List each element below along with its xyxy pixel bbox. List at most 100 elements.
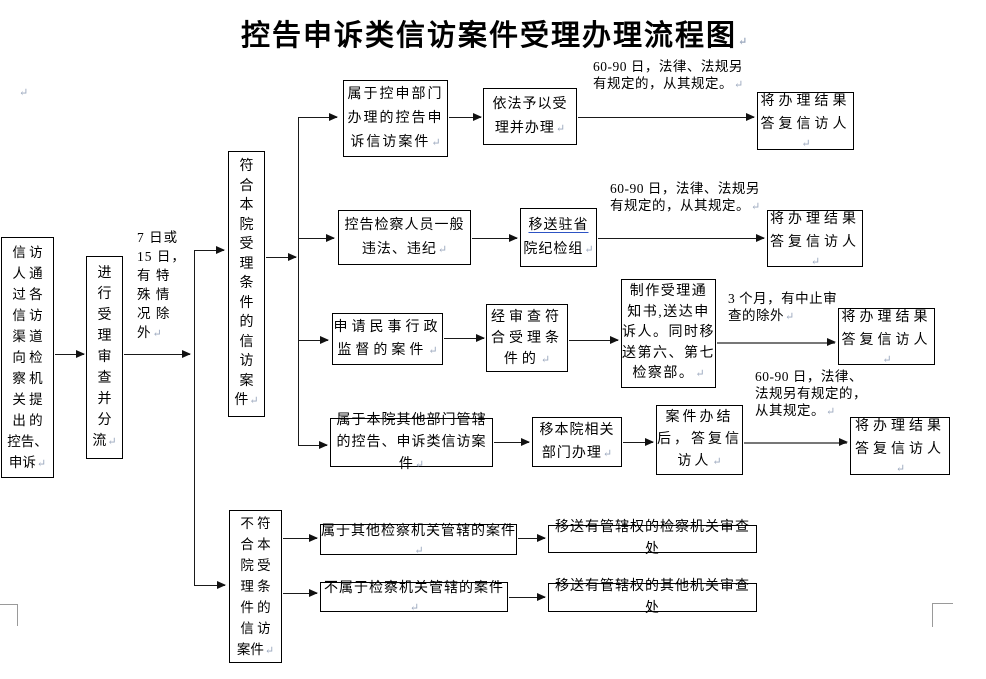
node-r4-result: 将办理结果 答复信访人 ↵ [850,417,950,475]
node-triage-text: 进 行 受 理 审 查 并 分 流 [92,266,112,449]
arrow-r4-case-to-transfer [494,438,530,446]
arrow-r2-transfer-to-result [598,234,765,242]
arrow-unqualified-to-b1 [283,534,318,542]
paragraph-mark-icon: ↵ [107,436,117,448]
paragraph-mark-icon: ↵ [540,353,551,366]
arrow-qualified-to-branch [266,253,297,261]
connector-split-line [194,250,195,585]
arrow-triage-to-split [124,350,191,358]
paragraph-mark-icon: ↵ [409,602,420,614]
paragraph-mark-icon: ↵ [895,463,906,475]
paragraph-mark-icon: ↵ [751,201,761,213]
node-r2-transfer-line2: 院纪检组 [523,241,584,257]
node-r1-result: 将办理结果 答复信访人 ↵ [757,92,854,150]
paragraph-mark-icon: ↵ [695,368,705,381]
arrow-branch-to-r2 [298,234,335,242]
node-r4-case-text: 属于本院其他部门管辖 的控告、申诉类信访案件 [336,412,487,472]
node-r2-case-text: 控告检察人员一般 违法、违纪 [344,217,465,257]
arrow-branch-to-r3 [298,336,329,344]
node-r1-result-text: 将办理结果 答复信访人 [760,94,851,132]
node-r4-case: 属于本院其他部门管辖 的控告、申诉类信访案件↵ [330,413,493,472]
arrow-split-to-unqualified [194,581,226,589]
node-r4-transfer: 移本院相关 部门办理↵ [532,417,622,467]
node-b1-case: 属于其他检察机关管辖的案件 ↵ [320,523,517,557]
paragraph-mark-icon: ↵ [734,79,744,91]
paragraph-mark-icon: ↵ [437,243,448,256]
node-r3-check-text: 经审查符 合受理条 件的 [491,309,563,367]
arrow-r3-check-to-notice [569,336,619,344]
node-r4-transfer-text: 移本院相关 部门办理 [539,423,615,461]
arrow-r2-case-to-transfer [472,234,518,242]
node-r3-notice: 制作受理通 知书,送达申 诉人。同时移 送第六、第七 检察部。↵ [621,279,716,388]
arrow-r4-transfer-to-done [623,438,654,446]
node-r4-result-text: 将办理结果 答复信访人 [855,419,945,457]
paragraph-mark-icon: ↵ [584,243,594,256]
node-b2-result: 移送有管辖权的其他机关审查处 [548,579,757,616]
paragraph-mark-icon: ↵ [882,353,892,366]
arrow-r1-accept-to-result [578,113,755,121]
node-r3-case: 申请民事行政 监督的案件↵ [332,313,443,365]
page-title-text: 控告申诉类信访案件受理办理流程图 [241,20,738,52]
node-b1-result: 移送有管辖权的检察机关审查处 [548,520,757,557]
arrow-branch-to-r1 [298,113,338,121]
node-triage: 进 行 受 理 审 查 并 分 流↵ [86,256,123,459]
node-b1-case-text: 属于其他检察机关管辖的案件 [321,523,516,539]
arrow-r3-case-to-check [444,334,485,342]
paragraph-mark-icon: ↵ [264,645,275,657]
node-r3-check: 经审查符 合受理条 件的↵ [486,304,568,372]
node-r3-result: 将办理结果 答复信访人↵ [838,308,935,366]
note-deadline: 7 日或 15 日， 有 特 殊 情 况 除 外↵ [137,228,197,342]
arrow-branch-to-r4 [298,441,328,449]
node-unqualified: 不 符 合 本 院 受 理 条 件 的 信 访 案件↵ [229,510,282,663]
arrow-r3-notice-to-result [717,338,836,346]
node-r2-result-text: 将办理结果 答复信访人 [770,211,860,250]
node-r1-accept: 依法予以受 理并办理↵ [483,88,577,145]
node-b2-case: 不属于检察机关管辖的案件 ↵ [320,581,508,614]
arrow-r4-done-to-result [744,438,848,446]
node-r2-case: 控告检察人员一般 违法、违纪↵ [338,210,471,265]
node-r2-transfer: 移送驻省院纪检组↵ [520,208,597,267]
node-b2-case-text: 不属于检察机关管辖的案件 [324,581,504,596]
connector-branch-line [298,117,299,445]
note-r3: 3 个月，有中止审 查的除外↵ [728,290,848,324]
arrow-split-to-qualified [194,246,225,254]
paragraph-mark-icon: ↵ [738,36,748,48]
arrow-unqualified-to-b2 [283,589,318,597]
node-source: 信 访 人 通 过 各 信 访 渠 道 向 检 察 机 关 提 出 的 控告、 … [1,237,54,478]
node-r1-case-text: 属于控申部门 办理的控告申 诉信访案件 [347,86,444,150]
paragraph-mark-icon: ↵ [431,136,441,149]
note-r4-text: 60-90 日，法律、 法规另有规定的， 从其规定。 [755,369,867,418]
paragraph-mark-icon: ↵ [414,544,424,557]
node-qualified: 符 合 本 院 受 理 条 件 的 信 访 案 件↵ [228,151,265,417]
paragraph-mark-icon: ↵ [152,328,162,340]
node-r1-case: 属于控申部门 办理的控告申 诉信访案件↵ [343,80,448,157]
paragraph-mark-icon: ↵ [801,138,811,150]
node-r3-case-text: 申请民事行政 监督的案件 [333,320,442,358]
note-r1-text: 60-90 日，法律、法规另 有规定的，从其规定。 [593,59,743,91]
note-r3-text: 3 个月，有中止审 查的除外 [728,291,838,323]
arrow-source-to-triage [55,350,85,358]
page-corner-mark [932,603,953,627]
paragraph-mark-icon: ↵ [785,311,795,323]
paragraph-mark-icon: ↵ [555,122,566,135]
node-unqualified-text: 不 符 合 本 院 受 理 条 件 的 信 访 案件 [236,516,271,657]
arrow-r1-case-to-accept [449,113,482,121]
node-r2-result: 将办理结果 答复信访人 ↵ [767,210,863,268]
paragraph-mark-icon: ↵ [428,345,438,357]
note-r2-text: 60-90 日，法律、法规另 有规定的，从其规定。 [610,181,760,213]
node-r4-done: 案件办结 后，答复信 访人↵ [656,405,743,475]
paragraph-mark-icon: ↵ [249,395,259,408]
paragraph-mark-icon: ↵ [36,458,47,470]
node-r2-transfer-line1: 移送驻省 [528,217,589,233]
note-r4: 60-90 日，法律、 法规另有规定的， 从其规定。↵ [755,368,875,419]
page-corner-mark [0,604,18,626]
node-r4-done-text: 案件办结 后，答复信 访人 [657,410,742,469]
note-r2: 60-90 日，法律、法规另 有规定的，从其规定。↵ [610,180,770,214]
paragraph-mark-icon: ↵ [810,255,821,268]
note-deadline-text: 7 日或 15 日， 有 特 殊 情 况 除 外 [137,230,186,340]
node-r3-notice-text: 制作受理通 知书,送达申 诉人。同时移 送第六、第七 检察部。 [622,284,715,382]
node-qualified-text: 符 合 本 院 受 理 条 件 的 信 访 案 件 [234,159,254,409]
node-b2-result-text: 移送有管辖权的其他机关审查处 [555,578,750,616]
paragraph-mark-icon: ↵ [712,456,722,468]
